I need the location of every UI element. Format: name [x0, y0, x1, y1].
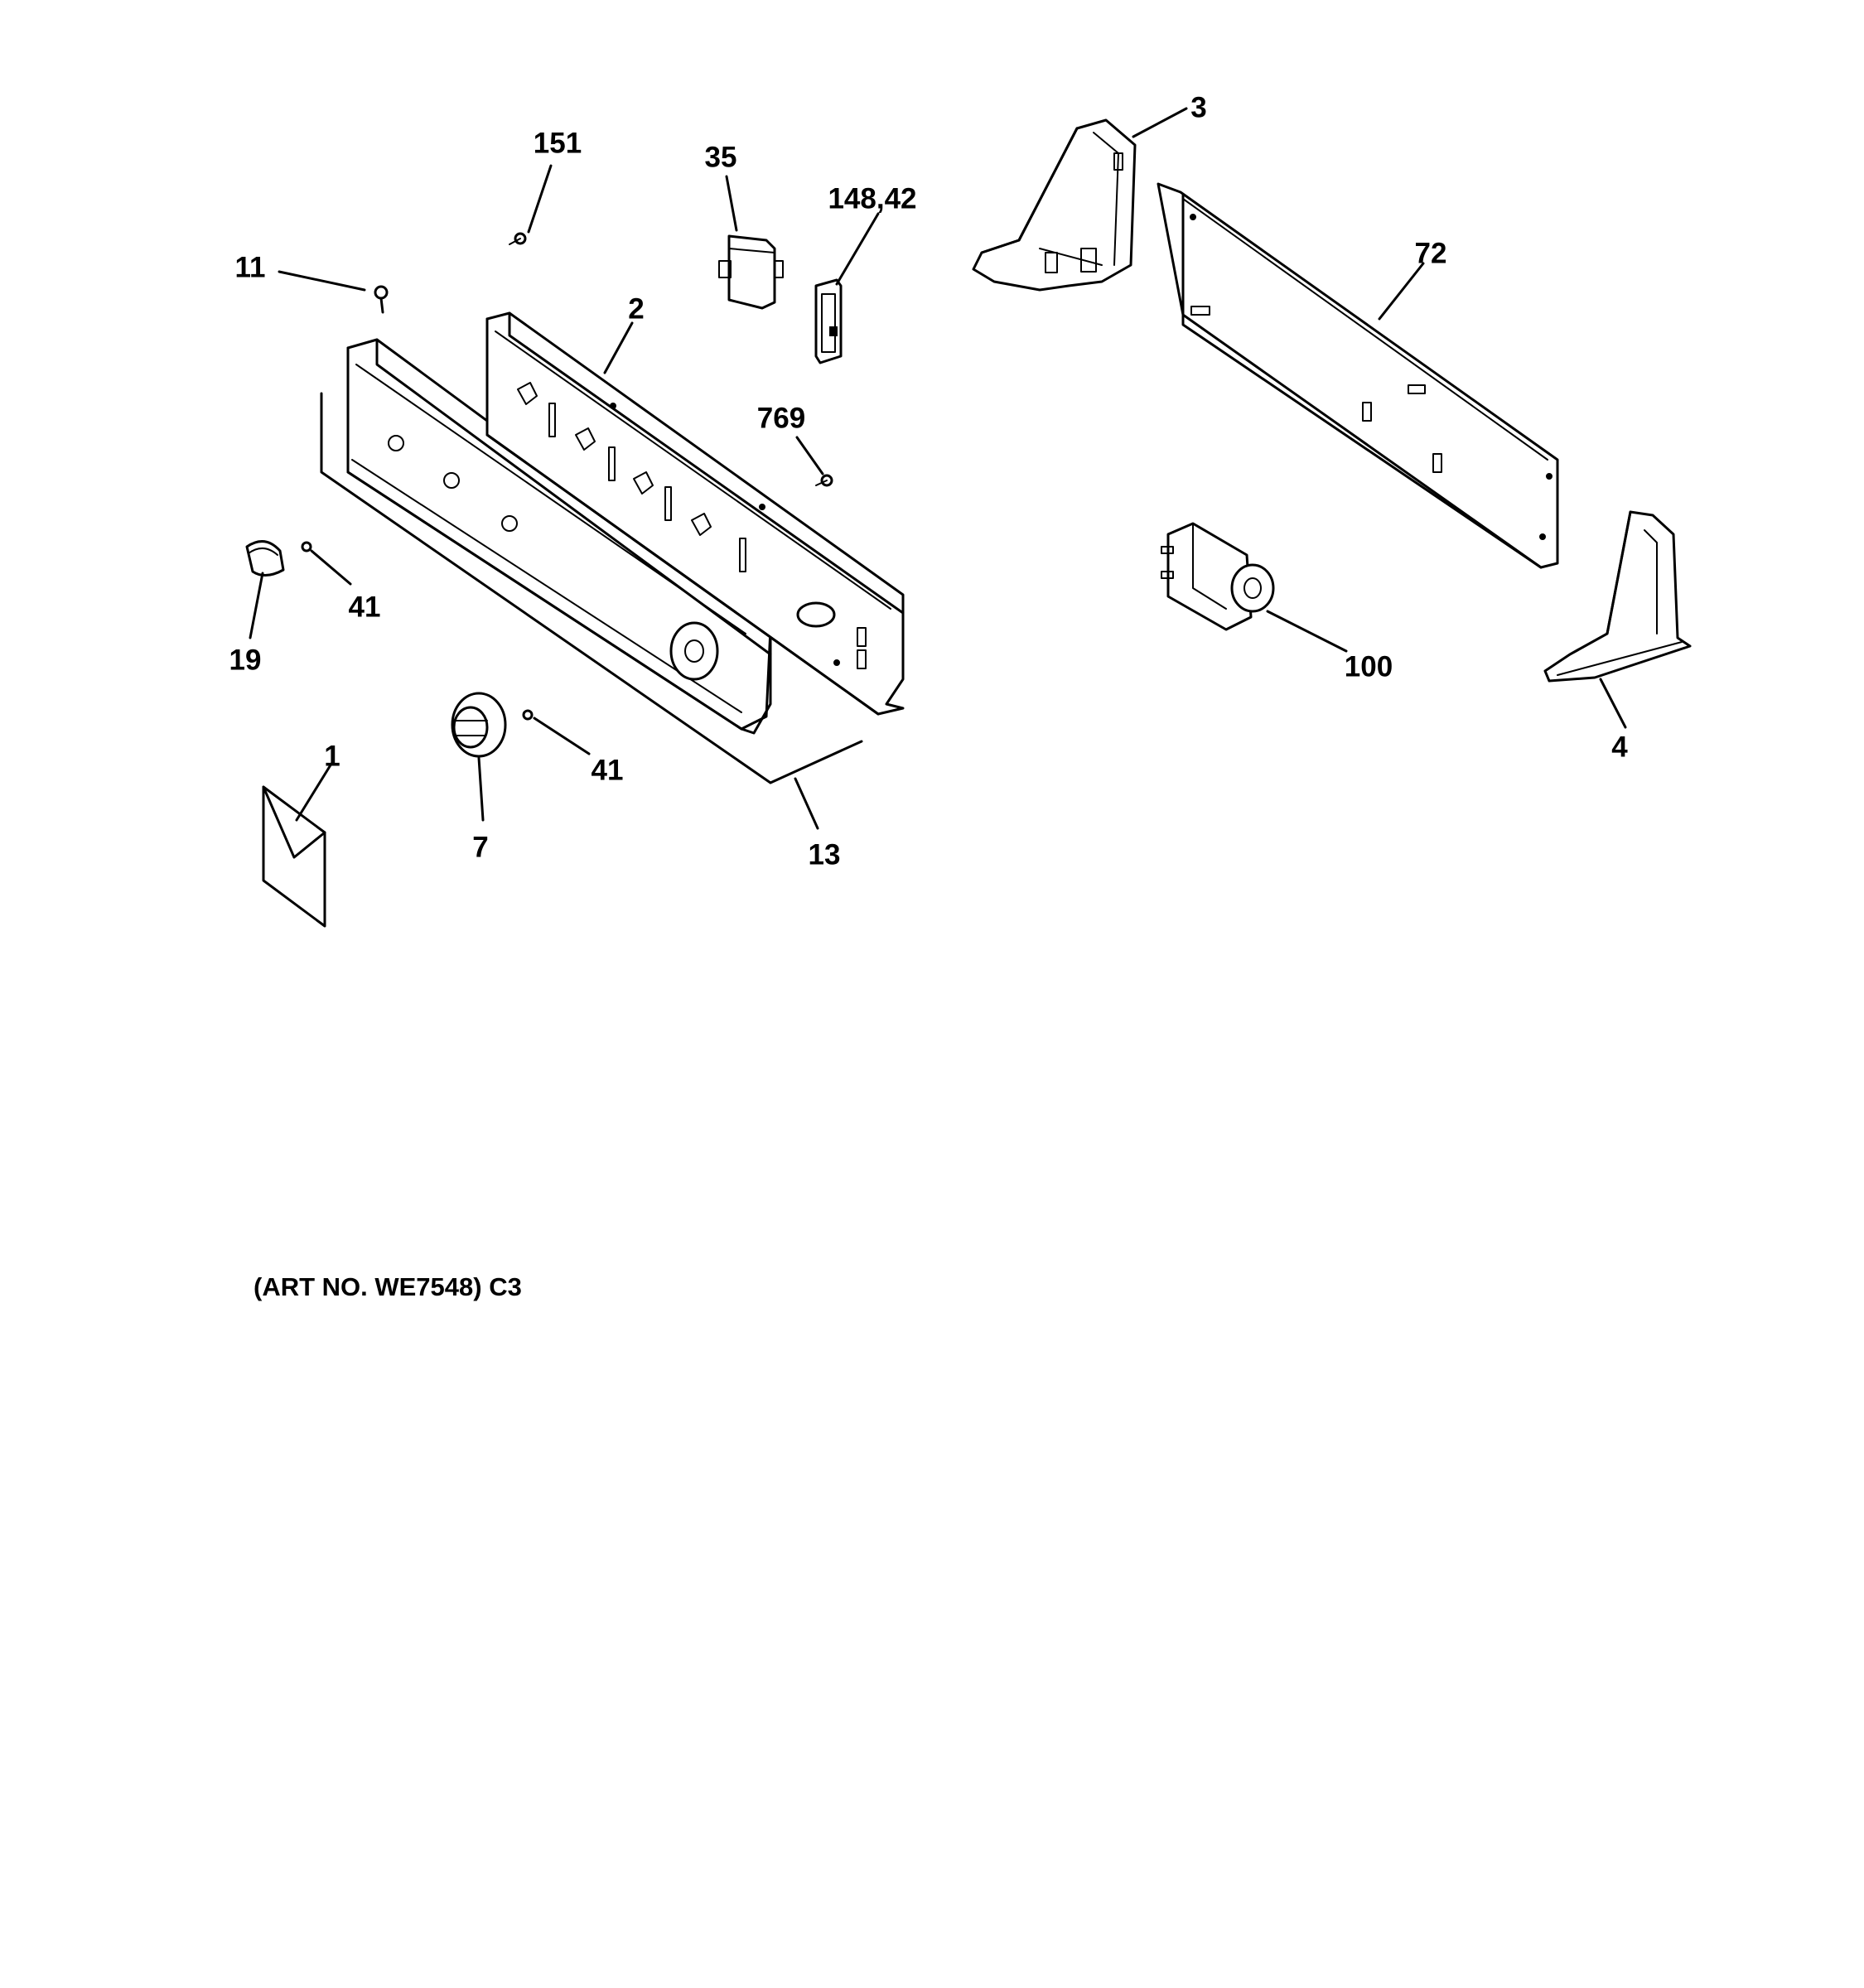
callout-3: 3: [1190, 91, 1207, 124]
callout-1: 1: [324, 740, 340, 773]
callout-100: 100: [1344, 650, 1393, 683]
callout-11: 11: [234, 251, 266, 284]
spring-clip-part-41-lower: [522, 709, 534, 721]
end-cap-part-3: [972, 118, 1137, 292]
spring-clip-part-41-upper: [301, 541, 312, 552]
callout-41-lower: 41: [591, 754, 624, 787]
callout-13: 13: [808, 838, 841, 871]
callout-148-42: 148,42: [828, 182, 917, 215]
callout-7: 7: [472, 831, 489, 864]
callout-151: 151: [533, 127, 582, 160]
callout-769: 769: [756, 402, 806, 435]
screw-part-151: [509, 232, 527, 245]
callout-2: 2: [628, 292, 645, 326]
screw-part-769: [815, 474, 833, 487]
knob-part-19: [245, 540, 285, 577]
end-cap-part-4: [1543, 510, 1692, 683]
rear-panel-part-2: [485, 311, 905, 716]
connector-part-148-42: [814, 278, 843, 364]
callout-19: 19: [229, 644, 262, 677]
callout-72: 72: [1414, 237, 1447, 270]
rear-plate-part-72: [1157, 182, 1559, 569]
screw-part-11: [374, 285, 389, 314]
art-number-caption: (ART NO. WE7548) C3: [254, 1272, 522, 1301]
callout-35: 35: [704, 141, 737, 174]
callout-41-upper: 41: [348, 591, 381, 624]
literature-part-1: [262, 785, 326, 928]
timer-part-100: [1161, 522, 1275, 631]
switch-part-35: [718, 234, 784, 310]
knob-part-7: [451, 692, 507, 758]
control-panel-part-13: [320, 338, 863, 784]
callout-4: 4: [1611, 731, 1628, 764]
leader-lines: [249, 107, 1627, 830]
